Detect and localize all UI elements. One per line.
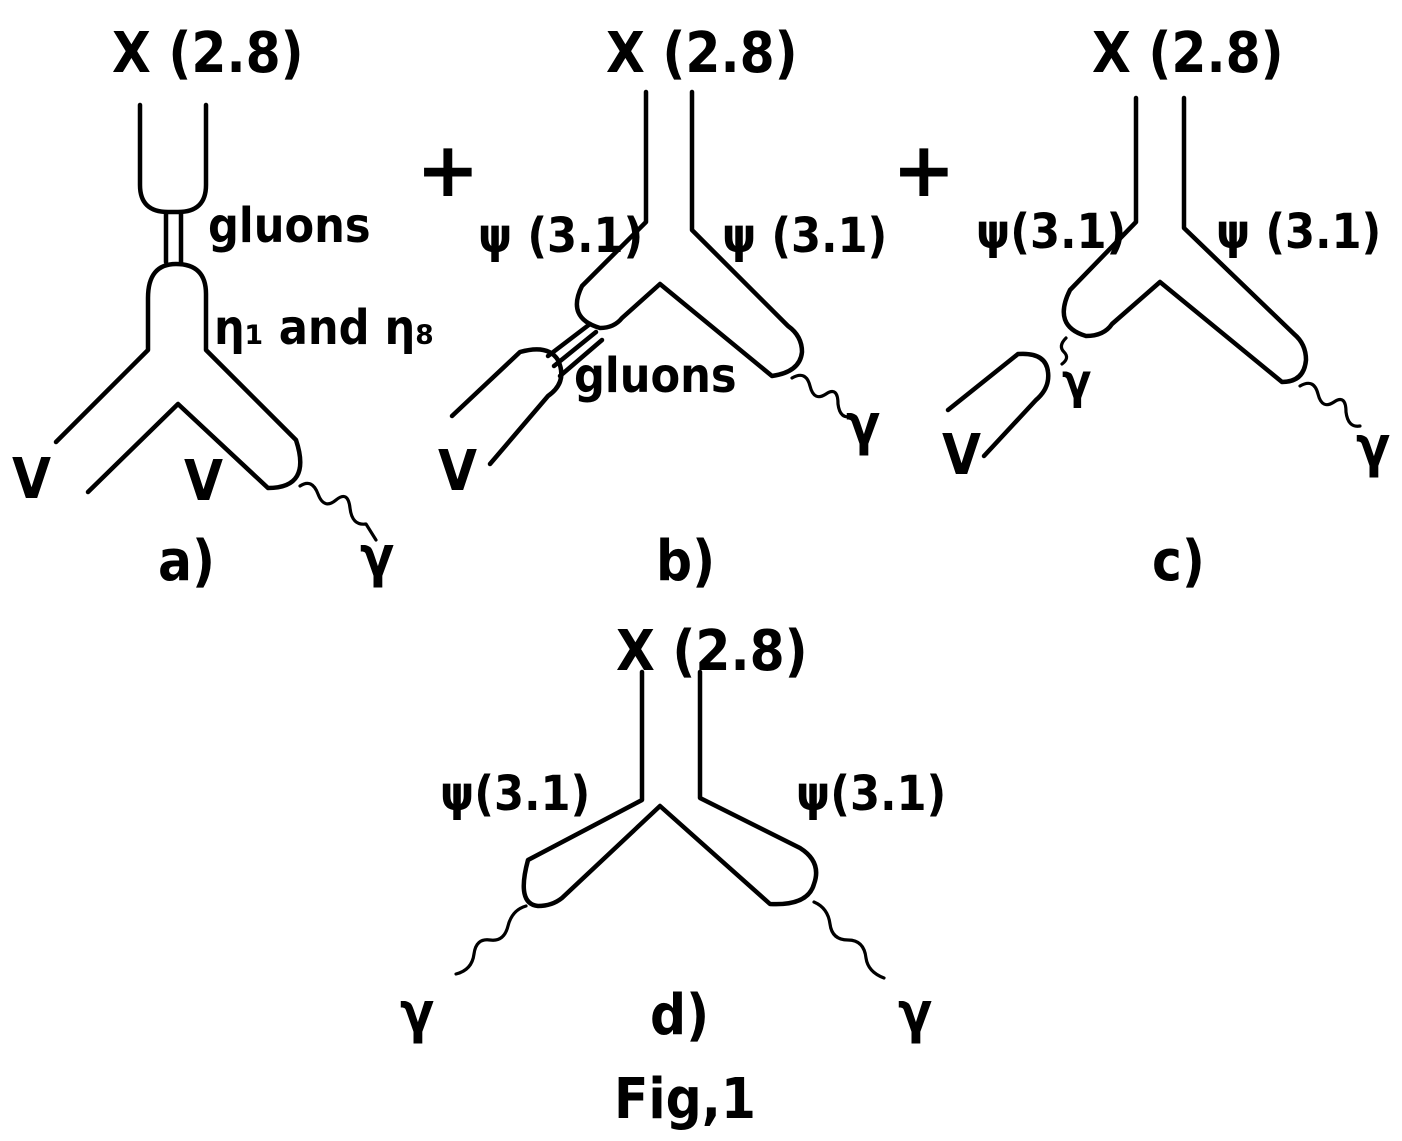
- panel-b-psi-right-label: ψ (3.1): [722, 208, 887, 264]
- panel-d-caption: d): [650, 983, 709, 1048]
- panel-b-gluon-line-3: [557, 337, 605, 379]
- panel-c-virtual-photon-wave: [1059, 336, 1069, 366]
- panel-b-caption: b): [656, 529, 715, 594]
- panel-b-gluon-line-2: [551, 329, 599, 369]
- panel-b: X (2.8) gluons ψ (3.1) ψ (3.1) V γ b): [438, 21, 887, 594]
- panel-d-psi-right-label: ψ(3.1): [796, 766, 946, 822]
- plus-sign-1: +: [416, 125, 480, 214]
- panel-d: X (2.8) ψ(3.1) ψ(3.1) γ γ d): [400, 619, 946, 1048]
- panel-c-psi-fork: [1061, 95, 1309, 385]
- panel-c-photon-wave: [1298, 381, 1362, 428]
- panel-b-v-label: V: [438, 439, 477, 504]
- panel-b-psi-fork: [574, 89, 805, 379]
- panel-a-v-left: V: [12, 447, 51, 512]
- panel-d-photon-wave-right: [812, 900, 886, 980]
- panel-b-v-loop: [449, 347, 564, 467]
- panel-b-psi-left-label: ψ (3.1): [478, 208, 643, 264]
- panel-b-gluons-label: gluons: [574, 348, 737, 404]
- panel-c-psi-left-label: ψ(3.1): [976, 204, 1126, 260]
- panel-a: X (2.8) gluons η₁ and η₈ V V γ a): [12, 21, 434, 594]
- panel-a-eta-fork-left: [53, 261, 303, 495]
- panel-d-x-label: X (2.8): [616, 619, 808, 684]
- panel-b-photon-label: γ: [846, 393, 880, 458]
- panel-c-psi-right-label: ψ (3.1): [1216, 204, 1381, 260]
- panel-d-photon-wave-left: [454, 904, 528, 976]
- panel-a-x-label: X (2.8): [112, 21, 304, 86]
- panel-b-photon-wave: [790, 373, 854, 419]
- panel-a-photon-label: γ: [360, 525, 394, 590]
- panel-c-caption: c): [1152, 529, 1205, 594]
- panel-d-photon-left-label: γ: [400, 981, 434, 1046]
- panel-a-x-quark-loop: [137, 102, 209, 215]
- panel-a-v-mid: V: [184, 449, 223, 514]
- panel-c-gamma-exchange-label: γ: [1062, 354, 1091, 410]
- panel-a-caption: a): [158, 529, 215, 594]
- panel-d-photon-right-label: γ: [898, 981, 932, 1046]
- panel-b-x-label: X (2.8): [606, 21, 798, 86]
- panel-c-photon-label: γ: [1356, 415, 1390, 480]
- panel-a-gluons-label: gluons: [208, 198, 371, 254]
- panel-c-x-label: X (2.8): [1092, 21, 1284, 86]
- panel-a-eta-label: η₁ and η₈: [214, 300, 434, 356]
- plus-sign-2: +: [892, 125, 956, 214]
- panel-c: X (2.8) γ ψ(3.1) ψ (3.1) V γ c): [942, 21, 1390, 594]
- panel-c-v-label: V: [942, 423, 981, 488]
- figure-caption: Fig,1: [614, 1067, 756, 1132]
- panel-d-psi-left-label: ψ(3.1): [440, 766, 590, 822]
- panel-b-gluon-line-1: [545, 321, 593, 359]
- panel-a-photon-wave: [298, 481, 378, 542]
- panel-c-v-loop: [945, 351, 1051, 459]
- panel-d-psi-fork: [521, 669, 819, 909]
